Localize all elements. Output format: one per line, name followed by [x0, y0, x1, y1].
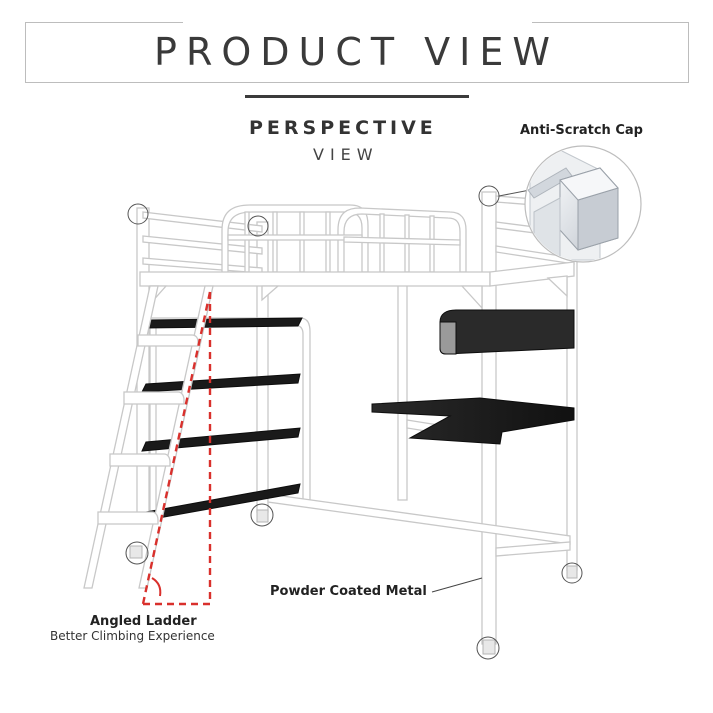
highlight-circles [125, 185, 583, 660]
ladder-step-2 [123, 391, 185, 405]
guard-rail-mid-right [343, 236, 461, 246]
foot-cap [129, 545, 143, 559]
header-frame-top-left [25, 22, 183, 23]
bottom-rail-back [267, 493, 571, 545]
desk-back-panel [439, 309, 575, 355]
foot-cap [482, 639, 496, 655]
highlight-circle [247, 215, 269, 237]
foot-caps [129, 509, 578, 655]
ladder-step-1 [137, 334, 199, 347]
header-frame-right [688, 22, 689, 82]
anti-scratch-cap-label: Anti-Scratch Cap [520, 123, 643, 138]
powder-coated-metal-label: Powder Coated Metal [270, 584, 427, 599]
foot-cap [256, 509, 269, 523]
shelf-3 [141, 427, 301, 452]
guard-rail-right [337, 207, 467, 273]
shelf-frame-left [149, 324, 157, 516]
shelf-2 [141, 373, 301, 393]
foot-cap [566, 565, 578, 579]
post-desk-support [397, 284, 408, 501]
angled-ladder-label: Angled Ladder [90, 614, 197, 629]
desk-panel-side [439, 321, 457, 355]
bracket [546, 275, 568, 298]
angle-line-ladder [141, 291, 212, 605]
cap-closeup-icon [498, 145, 642, 263]
ladder-step-3 [109, 453, 171, 467]
page-title: PRODUCT VIEW [154, 30, 559, 74]
shelf-1 [145, 317, 303, 329]
rail-back-3 [142, 257, 263, 274]
bottom-rail-side [495, 541, 571, 557]
desk [371, 309, 575, 445]
rail-back-top [142, 211, 263, 233]
angle-arc [151, 577, 162, 597]
ladder [83, 285, 214, 589]
header-frame-top-right [532, 22, 688, 23]
highlight-circle [125, 541, 149, 565]
bracket [460, 285, 483, 310]
post-rear-middle [256, 221, 269, 513]
header-frame-bottom [25, 82, 689, 83]
guard-rail-mid [227, 234, 363, 241]
shelves [141, 317, 303, 522]
section-subtitle: VIEW [313, 145, 379, 164]
platform-side [489, 261, 575, 287]
desk-top [371, 397, 575, 445]
slat [325, 211, 331, 273]
ladder-step-4 [97, 511, 159, 525]
highlight-circle [476, 636, 500, 660]
slat [299, 211, 305, 273]
header-frame-left [25, 22, 26, 82]
ladder-angle-indicator [141, 291, 212, 606]
section-title: PERSPECTIVE [249, 117, 437, 139]
slat [272, 211, 278, 273]
bracket [261, 285, 280, 302]
angled-ladder-sublabel: Better Climbing Experience [50, 629, 215, 643]
slat [244, 211, 250, 273]
highlight-circle [127, 203, 149, 225]
powder-coated-leader [431, 577, 483, 593]
platform-front [139, 271, 491, 287]
highlight-circle [561, 562, 583, 584]
title-underline [245, 95, 469, 98]
highlight-circle [250, 503, 274, 527]
